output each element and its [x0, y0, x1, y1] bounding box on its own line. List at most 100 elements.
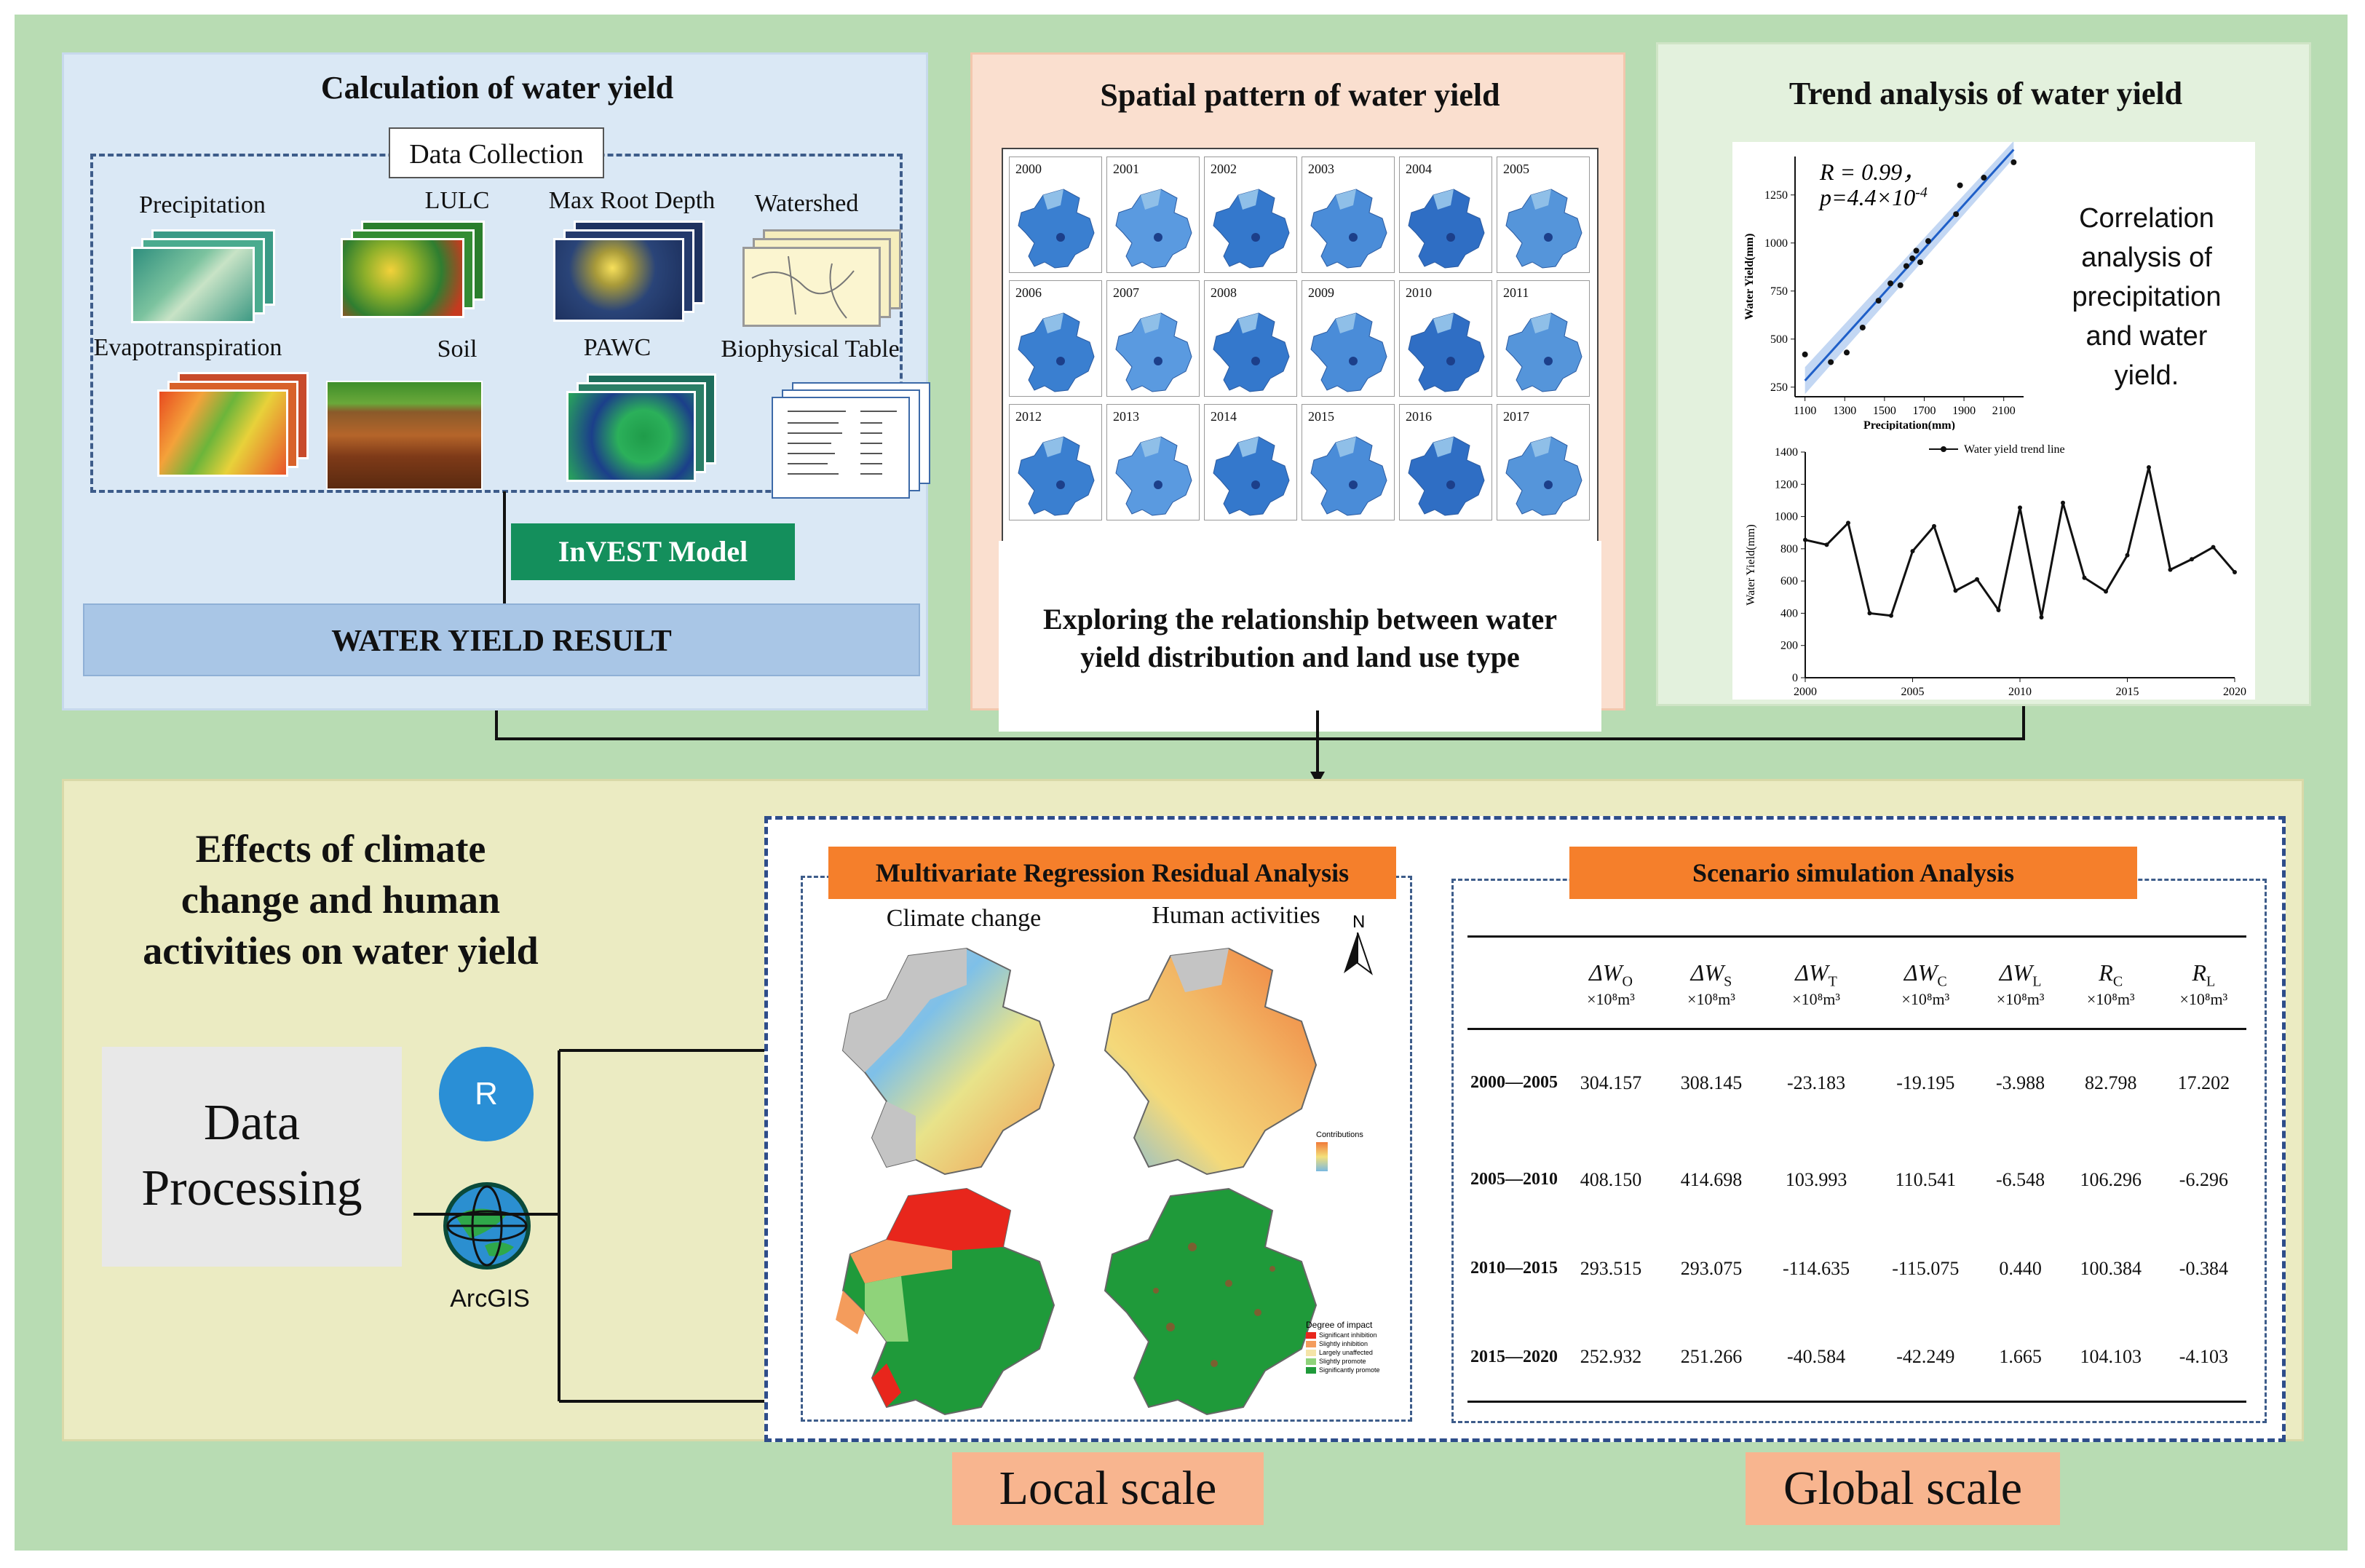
processing-arrows [413, 1043, 799, 1409]
map-light-area [1141, 437, 1161, 457]
year-label: 2016 [1406, 409, 1432, 424]
x-tick-label: 1900 [1952, 405, 1976, 417]
input-label-evapotranspiration: Evapotranspiration [93, 334, 282, 361]
year-label: 2017 [1503, 409, 1529, 424]
value-cell: -42.249 [1896, 1346, 1955, 1368]
map-dark-spot [1251, 357, 1260, 365]
water-yield-map-shape [1115, 312, 1192, 392]
human-impact-map [1104, 1187, 1318, 1416]
year-map-2003: 2003 [1302, 157, 1395, 273]
scatter-point [1917, 259, 1924, 266]
water-yield-map-shape [1505, 189, 1582, 269]
y-tick-label: 1400 [1775, 446, 1798, 459]
map-outline [1018, 189, 1095, 269]
degree-legend-item: Significant inhibition [1306, 1331, 1408, 1339]
legend-label: Water yield trend line [1964, 443, 2065, 456]
degree-legend-label: Largely unaffected [1319, 1349, 1373, 1356]
map-dark-spot [1154, 233, 1162, 242]
degree-of-impact-title: Degree of impact [1306, 1320, 1373, 1330]
degree-legend-item: Slightly promote [1306, 1358, 1408, 1365]
trend-point [2168, 567, 2173, 572]
input-label-watershed: Watershed [754, 190, 859, 217]
local-scale-label: Local scale [952, 1452, 1264, 1525]
data-processing-line-2: Processing [141, 1160, 363, 1216]
map-dark-spot [1446, 480, 1455, 489]
map-light-area [1433, 313, 1454, 333]
effects-panel: Effects of climate change and human acti… [62, 779, 2304, 1442]
map-light-area [1336, 313, 1356, 333]
degree-legend-swatch [1306, 1340, 1316, 1347]
x-tick-label: 2005 [1901, 686, 1925, 698]
trend-point [1932, 523, 1936, 528]
water-yield-map-shape [1018, 189, 1095, 269]
header-subscript: L [2206, 973, 2216, 990]
input-label-biophysical-table: Biophysical Table [721, 336, 900, 363]
water-yield-map-shape [1213, 312, 1290, 392]
conclusion-line-2: yield distribution and land use type [1080, 641, 1520, 673]
map-outline [1408, 312, 1485, 392]
period-cell: 2000—2005 [1470, 1073, 1558, 1093]
value-cell: -23.183 [1786, 1072, 1846, 1093]
map-dark-spot [1251, 480, 1260, 489]
value-cell: 106.296 [2080, 1168, 2142, 1190]
scenario-header-cell: ΔWO×10⁸m³ [1561, 937, 1661, 1029]
map-light-area [1433, 189, 1454, 210]
water-yield-map-shape [1213, 436, 1290, 516]
year-map-2000: 2000 [1009, 157, 1102, 273]
correlation-box [1732, 142, 2255, 461]
north-label: N [1352, 912, 1366, 932]
x-tick-label: 1300 [1833, 405, 1856, 417]
contributions-label: Contributions [1316, 1131, 1363, 1139]
header-subscript: C [1937, 973, 1947, 990]
year-map-2005: 2005 [1497, 157, 1590, 273]
value-cell: 100.384 [2080, 1257, 2142, 1279]
y-tick-label: 600 [1780, 575, 1798, 587]
header-subscript: S [1724, 973, 1732, 990]
header-subscript: L [2032, 973, 2042, 990]
degree-legend-label: Significant inhibition [1319, 1331, 1377, 1339]
scatter-point [1843, 349, 1850, 356]
period-cell: 2015—2020 [1470, 1347, 1558, 1366]
map-dark-spot [1056, 233, 1065, 242]
water-yield-map-shape [1115, 189, 1192, 269]
year-map-2001: 2001 [1106, 157, 1200, 273]
scatter-point [1802, 351, 1808, 357]
degree-legend-swatch [1306, 1358, 1316, 1365]
y-tick-label: 1200 [1775, 478, 1798, 491]
year-map-2004: 2004 [1399, 157, 1492, 273]
value-cell: -19.195 [1896, 1072, 1955, 1093]
water-yield-map-shape [1018, 436, 1095, 516]
value-cell: 414.698 [1680, 1168, 1743, 1190]
input-label-precipitation: Precipitation [139, 191, 266, 218]
trend-point [1824, 542, 1829, 547]
x-tick-label: 2100 [1992, 405, 2016, 417]
degree-legend-label: Slightly promote [1319, 1358, 1366, 1365]
human-contribution-map [1104, 947, 1318, 1176]
correlation-text-line: and water [2085, 321, 2208, 352]
year-map-2010: 2010 [1399, 280, 1492, 397]
map-outline [1018, 436, 1095, 516]
calculation-title: Calculation of water yield [320, 70, 674, 106]
header-symbol: ΔW [1690, 959, 1724, 986]
year-label: 2013 [1113, 409, 1139, 424]
water-yield-map-shape [1018, 312, 1095, 392]
degree-legend-item: Significantly promote [1306, 1366, 1408, 1374]
year-label: 2004 [1406, 162, 1432, 176]
scatter-point [1909, 255, 1916, 261]
stat-r: R = 0.99， [1820, 159, 1926, 185]
value-cell: 17.202 [2177, 1072, 2230, 1093]
header-symbol: R [2192, 959, 2207, 986]
value-cell: -4.103 [2179, 1346, 2228, 1368]
y-tick-label: 750 [1770, 285, 1788, 298]
value-cell: -114.635 [1782, 1257, 1850, 1279]
degree-legend-swatch [1306, 1366, 1316, 1374]
invest-model-label: InVEST Model [511, 523, 795, 580]
map-dark-spot [1251, 233, 1260, 242]
scatter-point [1887, 280, 1894, 287]
conclusion-line-1: Exploring the relationship between water [1043, 603, 1557, 635]
